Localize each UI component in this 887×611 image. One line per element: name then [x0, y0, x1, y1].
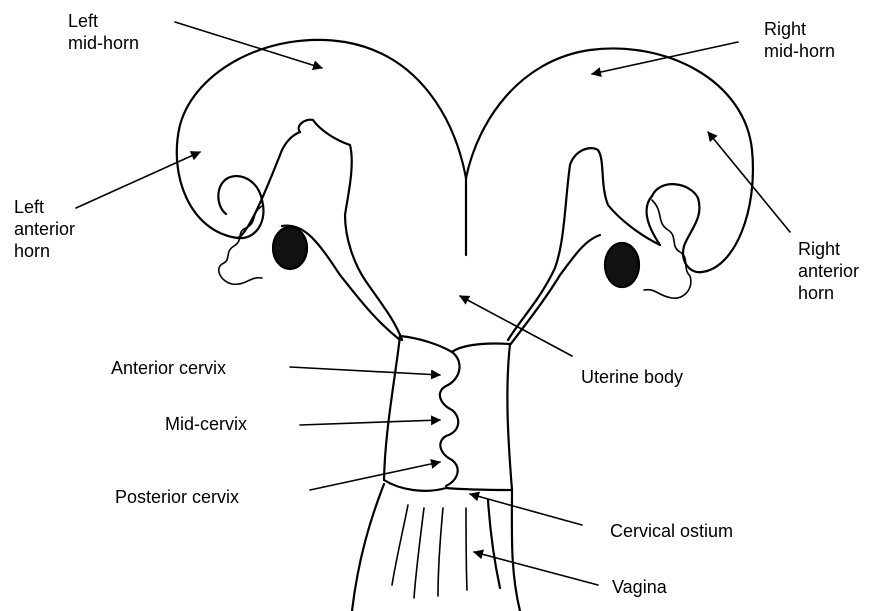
arrow-cervical-ostium	[470, 494, 582, 525]
vagina-fold-4	[466, 508, 467, 590]
label-right-mid-horn: Right mid-horn	[764, 18, 835, 62]
arrow-vagina	[474, 552, 598, 585]
label-mid-cervix: Mid-cervix	[165, 413, 247, 435]
left-horn-outline	[177, 40, 466, 238]
left-horn-lower-edge	[238, 132, 300, 238]
label-cervical-ostium: Cervical ostium	[610, 520, 733, 542]
cervix-top-left	[400, 336, 452, 352]
right-ovary	[605, 243, 639, 287]
right-horn-outline	[466, 48, 753, 272]
arrow-right-anterior-horn	[708, 132, 790, 232]
arrow-left-anterior-horn	[76, 152, 200, 208]
cervix-top-right	[452, 343, 510, 352]
label-vagina: Vagina	[612, 576, 667, 598]
vagina-left-edge	[352, 484, 384, 611]
cervical-canal	[488, 500, 500, 588]
label-left-anterior-horn: Left anterior horn	[14, 196, 75, 262]
right-lateral-ligament	[510, 235, 600, 345]
arrow-posterior-cervix	[310, 462, 440, 490]
cervix-right-edge	[507, 344, 512, 490]
cervix-left-edge	[384, 336, 400, 480]
vagina-fold-3	[438, 508, 443, 596]
vagina-fold-2	[414, 508, 424, 598]
cervical-folds	[440, 352, 460, 486]
left-oviduct	[219, 206, 262, 284]
arrow-anterior-cervix	[290, 367, 440, 375]
arrow-mid-cervix	[300, 420, 440, 425]
label-right-anterior-horn: Right anterior horn	[798, 238, 859, 304]
arrow-left-mid-horn	[175, 22, 322, 68]
label-posterior-cervix: Posterior cervix	[115, 486, 239, 508]
label-left-mid-horn: Left mid-horn	[68, 10, 139, 54]
label-uterine-body: Uterine body	[581, 366, 683, 388]
label-anterior-cervix: Anterior cervix	[111, 357, 226, 379]
left-ovary	[273, 227, 307, 269]
arrow-right-mid-horn	[592, 42, 738, 74]
left-uterine-wall	[299, 120, 402, 340]
vagina-fold-1	[392, 505, 408, 585]
arrow-uterine-body	[460, 296, 572, 356]
